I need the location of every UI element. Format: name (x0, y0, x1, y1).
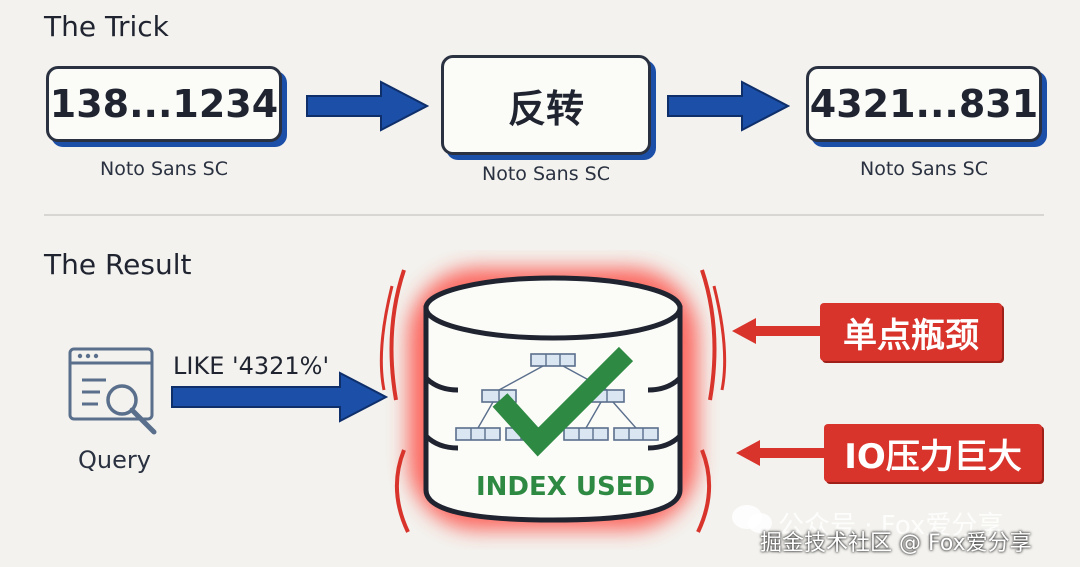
wechat-logo-icon (732, 505, 772, 533)
reversed-number-text: 4321...831 (809, 82, 1039, 126)
query-label: Query (78, 446, 151, 474)
query-document-search-icon (68, 347, 157, 435)
reverse-caption: Noto Sans SC (482, 163, 610, 185)
callout-arrow-left-icon (732, 318, 822, 344)
callout-bottleneck-text: 单点瓶颈 (843, 315, 979, 356)
index-used-label: INDEX USED (476, 472, 656, 502)
arrow-right-icon (667, 80, 790, 132)
query-arrow-icon (171, 371, 389, 423)
callout-arrow-left-icon (736, 440, 826, 466)
reverse-box: 反转 (441, 55, 651, 155)
original-number-text: 138...1234 (49, 82, 279, 126)
reverse-text: 反转 (507, 86, 584, 131)
original-number-box: 138...1234 (46, 66, 282, 142)
callout-bottleneck: 单点瓶颈 (820, 303, 1002, 361)
section-divider (44, 214, 1044, 216)
original-number-caption: Noto Sans SC (100, 158, 228, 180)
like-pattern-text: LIKE '4321%' (173, 352, 330, 380)
watermark-account: 公众号 · Fox爱分享 (778, 511, 1004, 541)
trick-heading: The Trick (44, 10, 169, 43)
result-heading: The Result (44, 248, 192, 281)
reversed-number-box: 4321...831 (806, 66, 1042, 142)
callout-io-pressure-text: IO压力巨大 (844, 436, 1022, 477)
callout-io-pressure: IO压力巨大 (824, 424, 1042, 482)
arrow-right-icon (306, 80, 429, 132)
reversed-number-caption: Noto Sans SC (860, 158, 988, 180)
watermark-community: 掘金技术社区 @ Fox爱分享 (760, 531, 1032, 556)
database-cylinder-icon (379, 268, 727, 533)
